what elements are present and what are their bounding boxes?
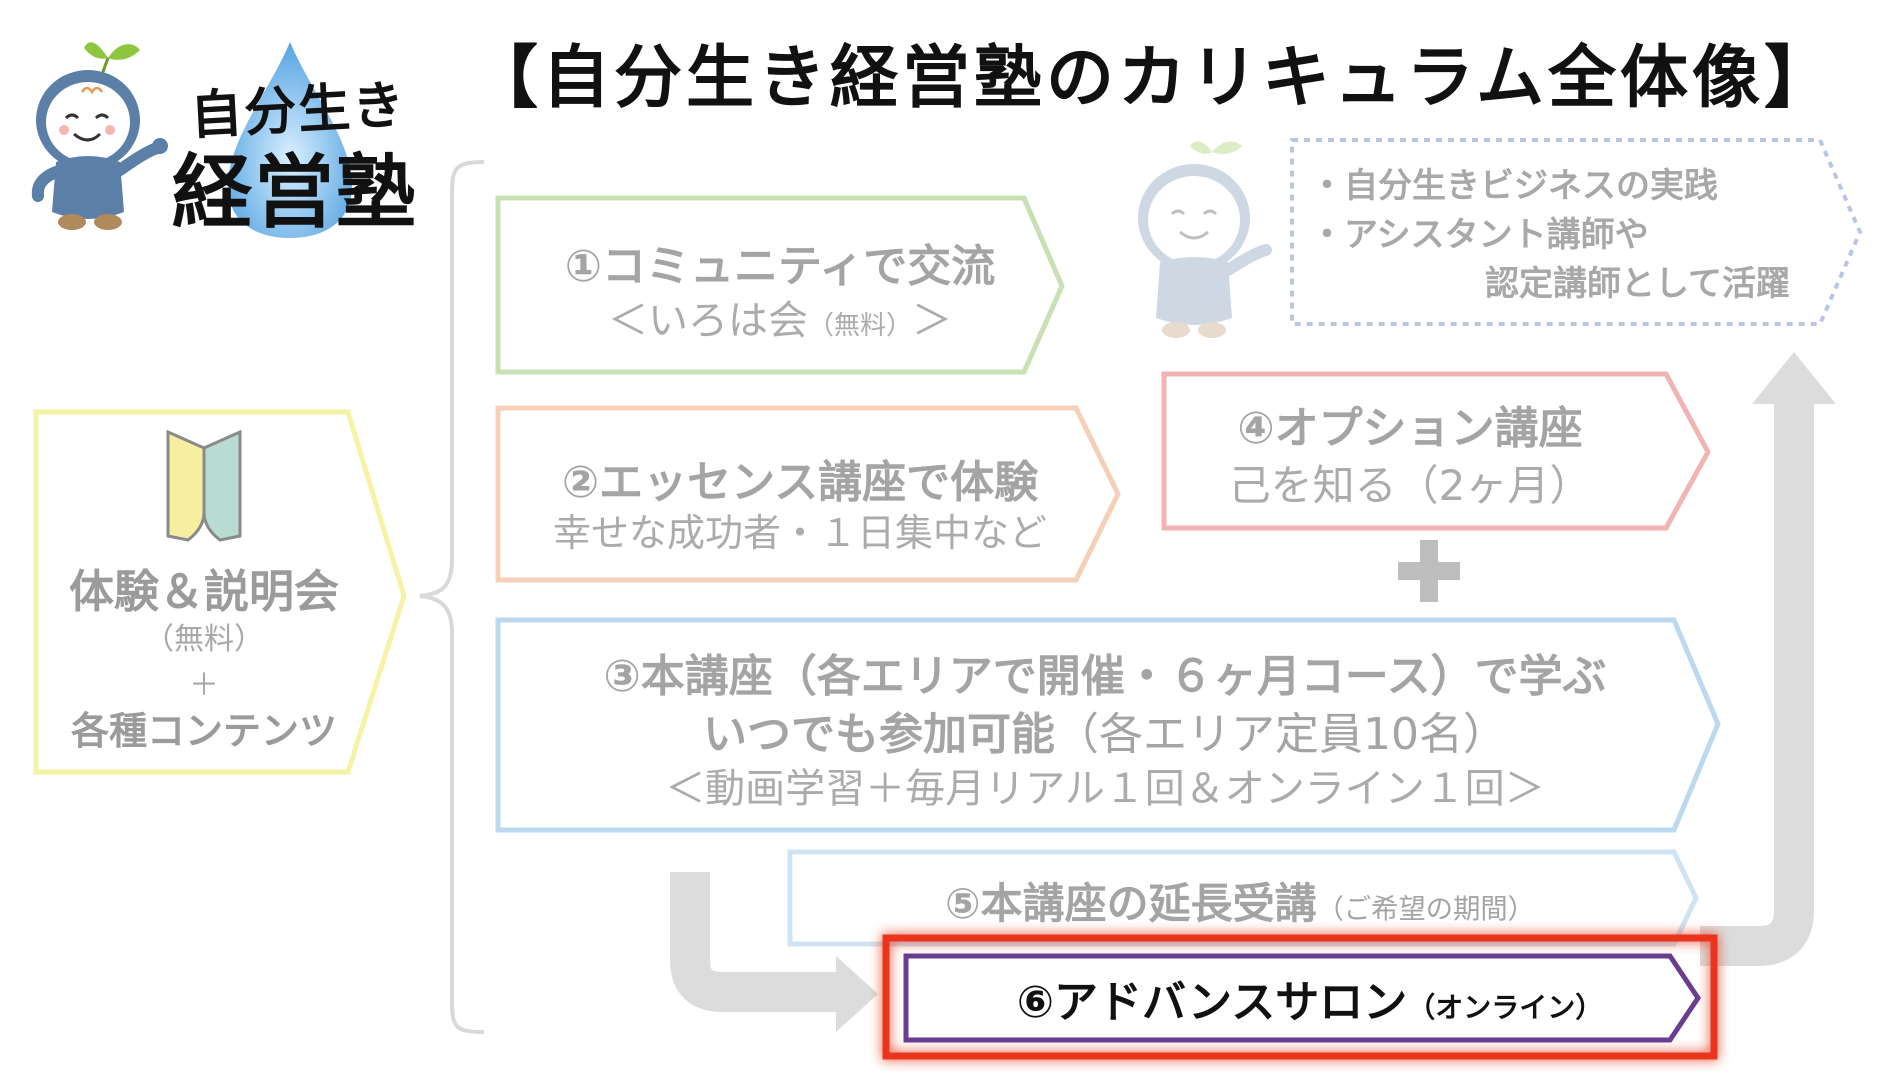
node-6-title-main: ⑥アドバンスサロン: [1016, 977, 1408, 1028]
node-6-highlight: [882, 934, 1718, 1060]
node-4-title: ④オプション講座: [1237, 403, 1583, 454]
goal-line-1: ・自分生きビジネスの実践: [1310, 166, 1718, 206]
node-5-shape: [787, 849, 1699, 947]
node-1-subtitle: ＜いろは会（無料）＞: [500, 288, 1060, 346]
node-5-title-small: （ご希望の期間）: [1316, 894, 1535, 925]
node-4-shape: [1161, 371, 1711, 531]
plus-icon: [1398, 540, 1460, 602]
node-2-title: ②エッセンス講座で体験: [561, 457, 1039, 508]
node-1-subtitle-end: ＞: [912, 298, 952, 344]
node-3-line2: いつでも参加可能（各エリア定員10名）: [500, 698, 1710, 762]
curved-arrow-icon: [670, 872, 838, 1012]
node-1-subtitle-small: （無料）: [807, 311, 912, 341]
node-6-title-small: （オンライン）: [1407, 991, 1604, 1024]
water-drop-icon: [228, 42, 352, 238]
node-1-title: ①コミュニティで交流: [564, 241, 996, 292]
node-1-subtitle-main: ＜いろは会: [607, 298, 808, 344]
grouping-bracket: [419, 160, 485, 1034]
node-6-title: ⑥アドバンスサロン（オンライン）: [920, 966, 1700, 1030]
node-3-line3: ＜動画学習＋毎月リアル１回＆オンライン１回＞: [665, 766, 1545, 812]
goal-shape: [1290, 138, 1863, 326]
node-3-line2-bold: いつでも参加可能: [703, 709, 1055, 760]
node-3-line2-rest: （各エリア定員10名）: [1055, 709, 1507, 760]
page-title: 【自分生き経営塾のカリキュラム全体像】: [470, 39, 1836, 118]
beginner-mark-icon: [166, 429, 242, 542]
logo-text-line2: 経営塾: [172, 146, 418, 239]
mascot-icon: [31, 42, 168, 230]
node-start-contents: 各種コンテンツ: [70, 709, 337, 753]
node-start-note: （無料）: [144, 622, 264, 657]
node-1-shape: [495, 195, 1065, 375]
up-arrow-icon: [1700, 404, 1814, 966]
node-5-title-main: ⑤本講座の延長受講: [945, 879, 1317, 928]
node-start-plus: ＋: [189, 668, 219, 703]
node-2-subtitle: 幸せな成功者・１日集中など: [552, 511, 1047, 555]
node-5-title: ⑤本講座の延長受講（ご希望の期間）: [800, 870, 1680, 931]
node-start: [33, 409, 407, 775]
node-start-title: 体験＆説明会: [68, 565, 339, 618]
node-6-shape: [903, 953, 1702, 1043]
node-2-shape: [495, 405, 1121, 583]
node-3-shape: [495, 617, 1721, 833]
goal-line-3: 認定講師として活躍: [1485, 264, 1790, 304]
mascot-icon: [1138, 141, 1272, 338]
node-3-title: ③本講座（各エリアで開催・６ヶ月コース）で学ぶ: [603, 651, 1607, 702]
goal-line-2: ・アシスタント講師や: [1310, 215, 1649, 255]
node-4-subtitle: 己を知る（2ヶ月）: [1228, 461, 1592, 510]
